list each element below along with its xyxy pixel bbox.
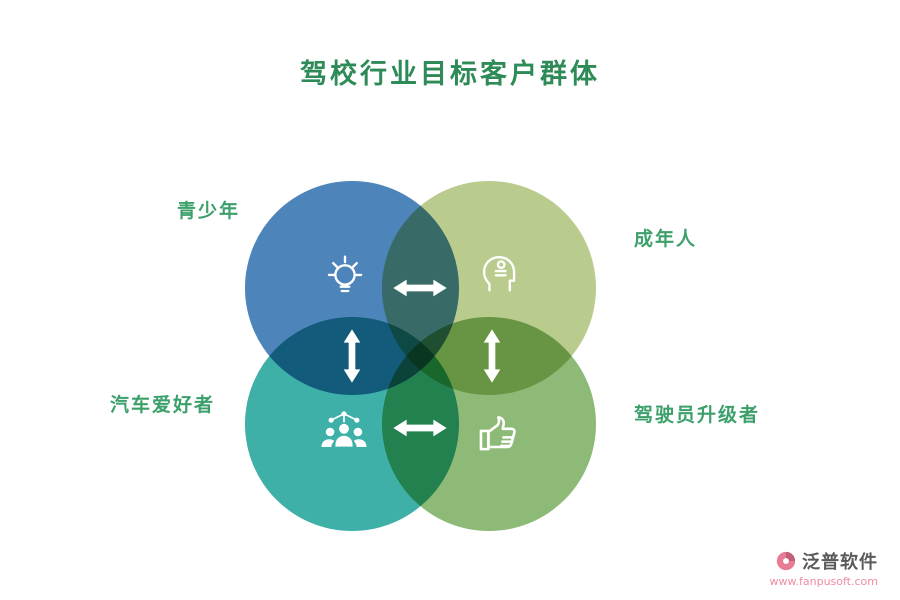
thinking-head-icon	[468, 240, 528, 300]
double-arrow-vertical-right	[465, 329, 519, 383]
team-icon	[314, 402, 374, 462]
brand-name: 泛普软件	[802, 552, 878, 573]
diagram-title: 驾校行业目标客户群体	[300, 59, 600, 90]
double-arrow-horizontal-top	[393, 278, 447, 298]
double-arrow-vertical-left	[325, 329, 379, 383]
footer-brand-block: 泛普软件 www.fanpusoft.com	[770, 548, 878, 588]
lightbulb-icon	[315, 246, 375, 306]
fanpu-logo-icon	[775, 550, 797, 572]
label-teenagers: 青少年	[176, 200, 240, 222]
label-car-enthusiasts: 汽车爱好者	[109, 394, 215, 416]
label-driver-upgraders: 驾驶员升级者	[634, 404, 761, 426]
double-arrow-horizontal-bottom	[393, 418, 447, 438]
thumbs-up-icon	[467, 402, 527, 462]
label-adults: 成年人	[634, 228, 698, 250]
brand-website[interactable]: www.fanpusoft.com	[769, 575, 878, 588]
